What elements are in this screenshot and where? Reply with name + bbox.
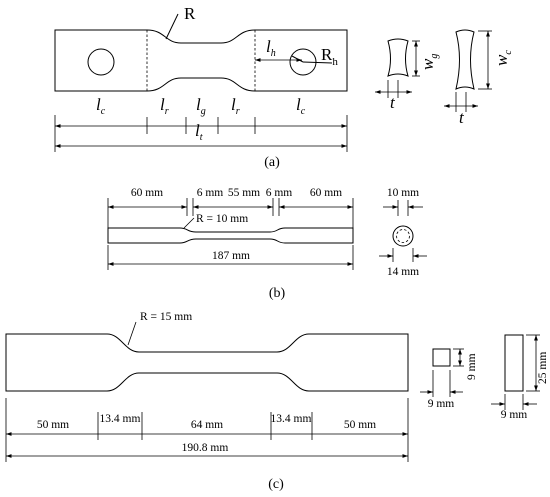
panel-b-dim-grip-right: 60 mm <box>310 187 342 199</box>
panel-b-dim-grip-left: 60 mm <box>131 187 163 199</box>
panel-a-dim-lr-right: lr <box>231 95 240 117</box>
panel-a-hole-left <box>87 48 115 76</box>
panel-c-dim-grip-width: 9 mm <box>501 409 528 421</box>
panel-c-radius-label: R = 15 mm <box>140 311 192 323</box>
panel-b-dim-gauge: 55 mm <box>228 187 260 199</box>
panel-a-dim-lt: lt <box>195 121 203 143</box>
panel-a-dim-lg: lg <box>196 95 206 117</box>
panel-a-specimen-outline <box>54 29 348 92</box>
panel-c: R = 15 mm 50 mm 13.4 mm 64 mm 13.4 mm 50… <box>5 311 549 492</box>
panel-b-dim-outer-diameter: 14 mm <box>387 266 419 278</box>
panel-a-clamp-cross-section <box>455 29 475 90</box>
panel-c-dim-gauge-width: 9 mm <box>428 398 455 410</box>
panel-b-specimen-outline <box>107 227 354 244</box>
panel-c-dim-total: 190.8 mm <box>182 442 229 454</box>
panel-b-dim-fillet-left: 6 mm <box>197 187 224 199</box>
panel-c-dim-grip-right: 50 mm <box>344 419 376 431</box>
panel-a: R lh Rh lc lr lg lr <box>54 4 514 170</box>
panel-c-gauge-cross-section <box>432 348 451 367</box>
panel-b: 60 mm 6 mm 55 mm 6 mm 60 mm R = 10 mm 18… <box>107 187 427 301</box>
panel-c-specimen-outline <box>5 333 409 392</box>
panel-c-dim-gauge-height: 9 mm <box>466 353 478 380</box>
panel-b-radius-label: R = 10 mm <box>196 213 248 225</box>
panel-b-tube-inner <box>396 229 410 243</box>
panel-c-dim-gauge: 64 mm <box>191 419 223 431</box>
panel-b-tube-outer <box>392 225 414 247</box>
panel-c-grip-cross-section <box>504 334 524 392</box>
panel-c-dim-grip-height: 25 mm <box>537 352 549 384</box>
panel-a-clamp-thickness-label: t <box>459 108 465 127</box>
panel-a-radius-leader <box>165 13 179 40</box>
panel-a-dim-lr-left: lr <box>160 95 169 117</box>
panel-a-radius-label: R <box>184 4 196 23</box>
panel-b-dim-inner-diameter: 10 mm <box>387 187 419 199</box>
panel-a-gauge-thickness-label: t <box>390 93 396 112</box>
panel-a-hole-offset-label: lh <box>266 37 276 59</box>
panel-a-caption: (a) <box>264 155 280 170</box>
panel-a-gauge-cross-section <box>387 38 409 77</box>
panel-c-dim-grip-left: 50 mm <box>37 419 69 431</box>
panel-c-caption: (c) <box>268 477 284 492</box>
panel-b-dim-total: 187 mm <box>212 250 250 262</box>
panel-a-gauge-width-label: wg <box>418 54 440 70</box>
panel-b-caption: (b) <box>269 286 286 301</box>
panel-b-dim-fillet-right: 6 mm <box>266 187 293 199</box>
panel-a-hole-radius-label: Rh <box>321 45 338 68</box>
panel-a-dim-lc-right: lc <box>296 95 306 117</box>
panel-a-clamp-width-label: wc <box>492 50 514 66</box>
panel-c-dim-fillet-left: 13.4 mm <box>100 413 141 425</box>
panel-c-dim-fillet-right: 13.4 mm <box>271 413 312 425</box>
panel-a-dim-lc-left: lc <box>96 95 106 117</box>
